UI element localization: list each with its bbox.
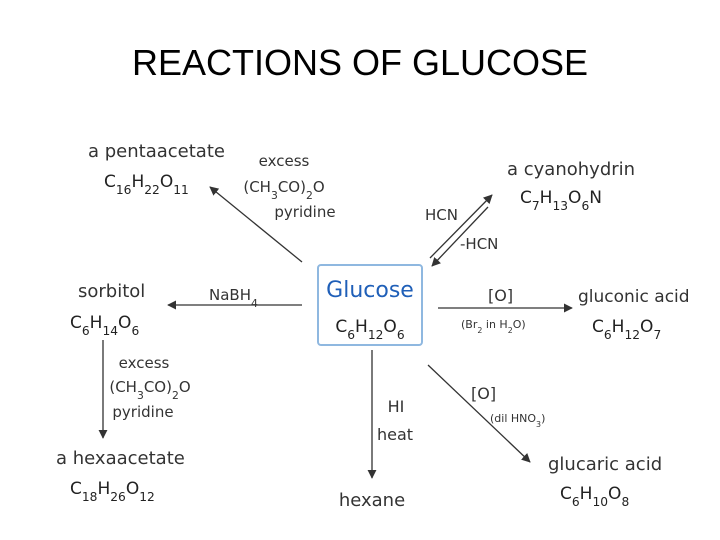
pentaacetate-formula: C16H22O11 xyxy=(104,172,189,197)
reagent-heat: heat xyxy=(377,425,413,444)
reagent-pyridine-2: pyridine xyxy=(112,403,173,421)
reagent-minus-hcn: -HCN xyxy=(460,235,498,253)
reagent-excess-1: excess xyxy=(259,152,310,170)
arrow-to-cyanohydrin xyxy=(429,194,493,259)
arrow-to-pentaacetate xyxy=(209,186,303,263)
reagent-bromine-water: (Br2 in H2O) xyxy=(461,318,526,335)
cyanohydrin-formula: C7H13O6N xyxy=(520,188,602,213)
glucose-label: Glucose xyxy=(326,278,414,303)
gluconic-acid-formula: C6H12O7 xyxy=(592,317,661,342)
reagent-anhydride-1: (CH3CO)2O xyxy=(243,178,324,202)
reagent-pyridine-1: pyridine xyxy=(274,203,335,221)
hexane-name: hexane xyxy=(339,490,405,511)
slide-title: REACTIONS OF GLUCOSE xyxy=(131,42,589,83)
reagent-hcn: HCN xyxy=(425,206,458,224)
glucose-formula: C6H12O6 xyxy=(335,317,404,342)
cyanohydrin-name: a cyanohydrin xyxy=(507,159,635,180)
reagent-excess-2: excess xyxy=(119,354,170,372)
reagent-nabh4: NaBH4 xyxy=(209,286,258,310)
reagent-oxidation-mild: [O] xyxy=(488,286,513,305)
arrow-to-glucaric-acid xyxy=(427,364,531,463)
reagent-dilute-nitric: (dil HNO3) xyxy=(490,412,545,429)
glucaric-acid-name: glucaric acid xyxy=(548,454,662,475)
sorbitol-formula: C6H14O6 xyxy=(70,313,139,338)
reagent-oxidation-strong: [O] xyxy=(471,384,496,403)
pentaacetate-name: a pentaacetate xyxy=(88,141,225,162)
glucose-box xyxy=(317,264,423,346)
reagent-hi: HI xyxy=(388,397,405,416)
sorbitol-name: sorbitol xyxy=(78,281,145,302)
glucaric-acid-formula: C6H10O8 xyxy=(560,484,629,509)
gluconic-acid-name: gluconic acid xyxy=(578,287,690,307)
hexaacetate-formula: C18H26O12 xyxy=(70,479,155,504)
arrow-from-cyanohydrin xyxy=(431,206,489,267)
hexaacetate-name: a hexaacetate xyxy=(56,448,185,469)
reagent-anhydride-2: (CH3CO)2O xyxy=(109,378,190,402)
